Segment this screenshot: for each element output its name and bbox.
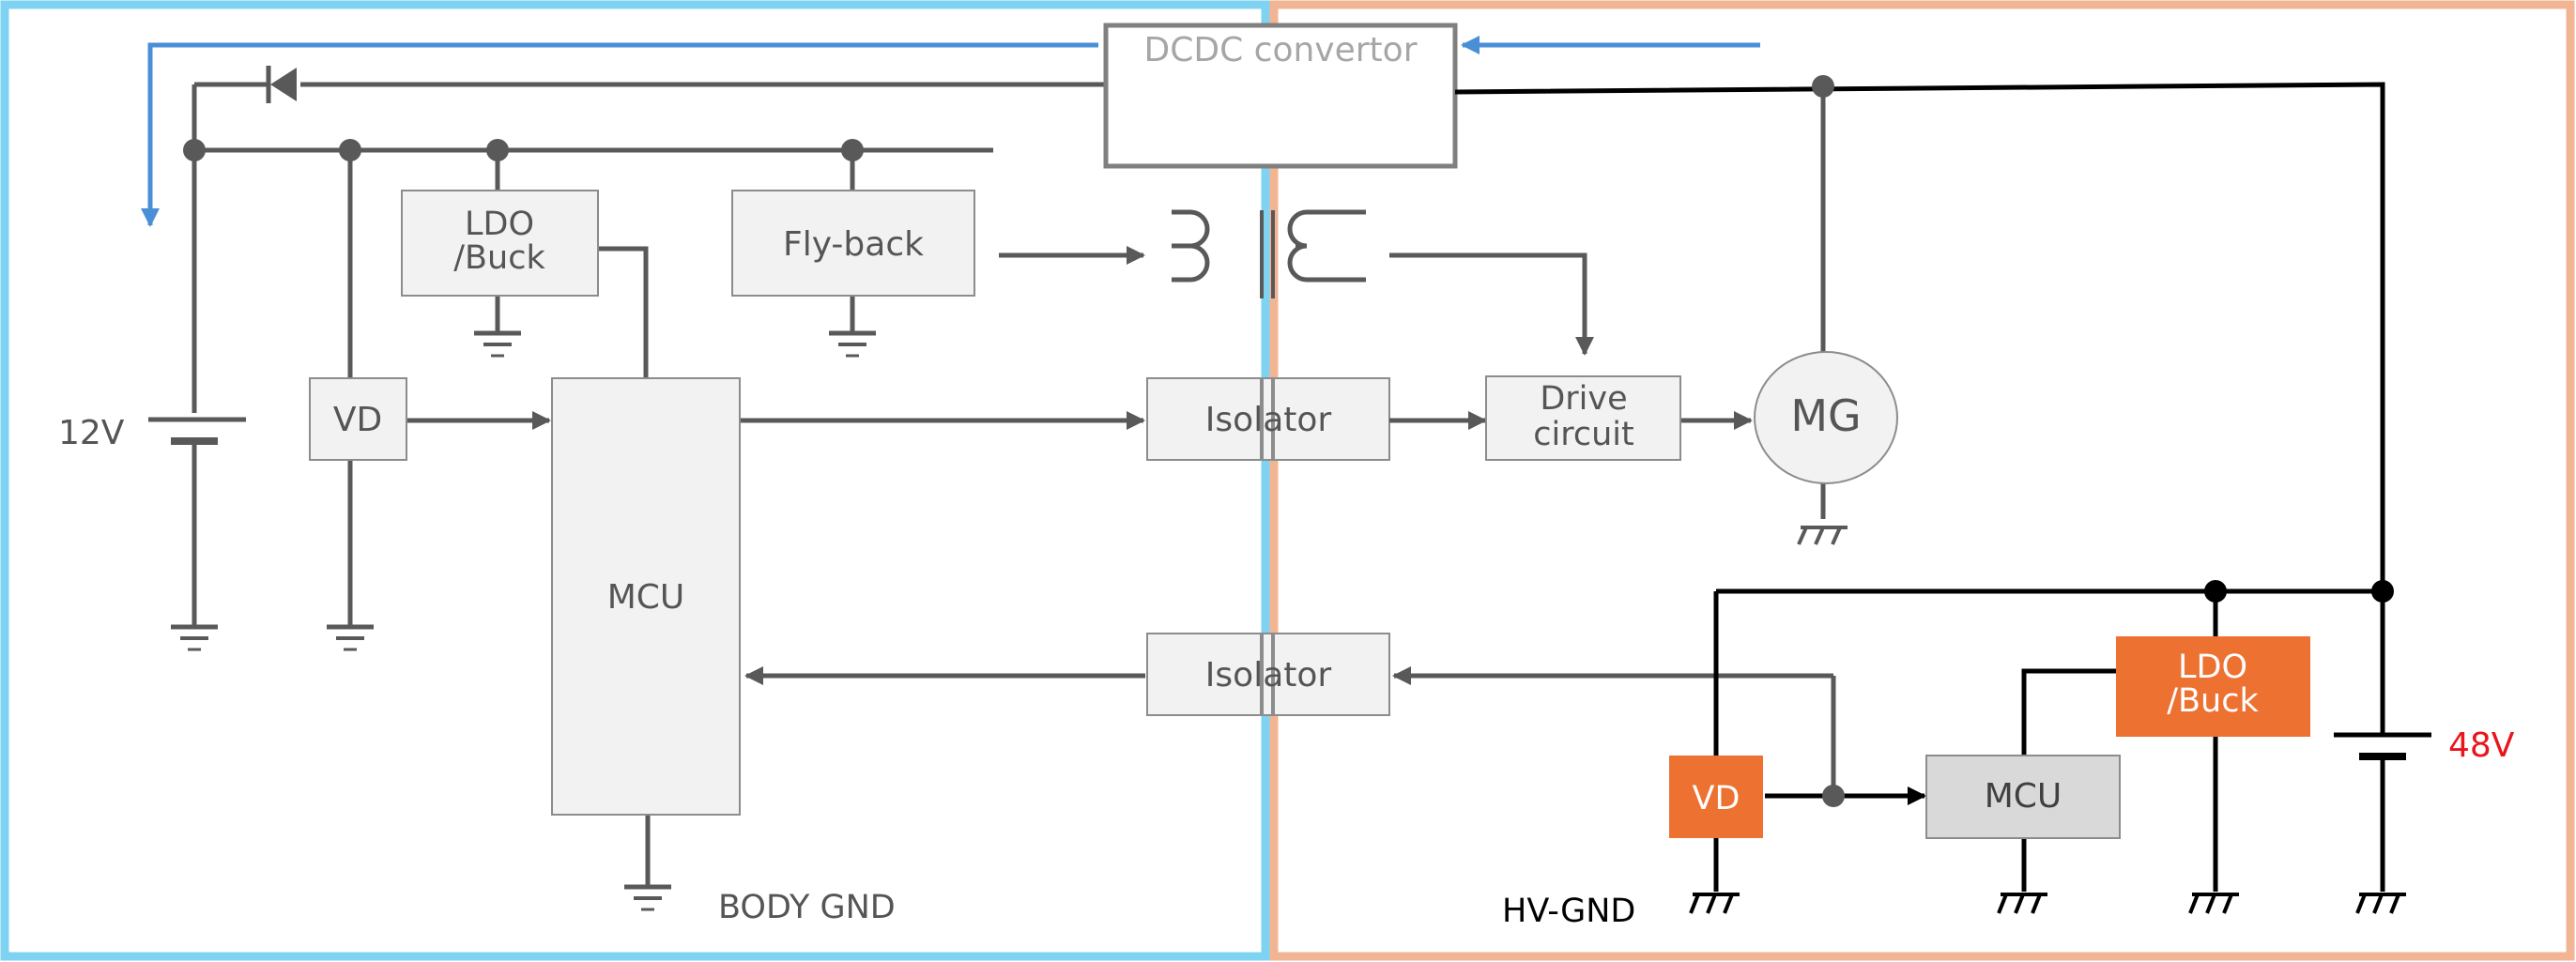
battery-48v-label: 48V	[2448, 726, 2515, 765]
drive-circuit-block	[1485, 375, 1681, 461]
mcu-right-label: MCU	[1985, 777, 2062, 816]
fly-back-label: Fly-back	[783, 225, 924, 264]
current-flow-arrow-left	[141, 42, 1098, 227]
isolator-top-label: Isolator	[1205, 401, 1332, 439]
battery-12v-icon	[148, 417, 246, 445]
ldo-buck-right-label-line2: /Buck	[2167, 682, 2259, 720]
isolator-top-block	[1146, 377, 1390, 461]
isolator-bottom-barrier	[1260, 634, 1275, 715]
ground-icon	[624, 884, 671, 911]
motor-generator-block	[1754, 351, 1898, 484]
vd-left-block	[309, 377, 407, 461]
transformer-icon	[1172, 209, 1366, 298]
mcu-right-block	[1925, 755, 2121, 839]
isolator-bottom-block	[1146, 633, 1390, 716]
hv-ground-icon	[1689, 893, 1740, 914]
junction-dots-left	[183, 139, 864, 161]
diode-icon	[266, 66, 297, 103]
motor-generator-label: MG	[1790, 390, 1861, 441]
hv-ground-icon	[1997, 893, 2047, 914]
battery-48v-icon	[2334, 732, 2431, 760]
ground-icon	[829, 330, 876, 358]
ground-icon	[327, 624, 374, 651]
hv-ground-icon	[1797, 526, 1848, 545]
drive-circuit-label-line2: circuit	[1533, 416, 1633, 453]
hv-ground-icon	[2355, 893, 2406, 914]
fly-back-block	[731, 190, 975, 297]
battery-12v-label: 12V	[58, 414, 125, 452]
mcu-left-label: MCU	[607, 578, 685, 617]
hv-gnd-label: HV-GND	[1502, 893, 1635, 930]
isolator-top-barrier	[1260, 378, 1275, 460]
hv-ground-icon	[2188, 893, 2239, 914]
high-voltage-wiring	[1389, 81, 2385, 892]
isolator-bottom-label: Isolator	[1205, 656, 1332, 695]
ground-icon	[171, 624, 218, 651]
ldo-buck-right-label-line1: LDO	[2178, 649, 2247, 686]
dcdc-convertor-label: DCDC convertor	[1144, 31, 1418, 69]
drive-circuit-label-line1: Drive	[1540, 380, 1627, 418]
high-voltage-region	[1269, 0, 2575, 961]
vd-right-label: VD	[1693, 780, 1740, 817]
vd-left-label: VD	[333, 401, 382, 439]
transformer-output-wire	[1389, 252, 1594, 356]
ldo-buck-right-block	[2116, 636, 2310, 737]
dcdc-convertor-block	[1103, 23, 1458, 169]
ldo-buck-left-block	[401, 190, 599, 297]
body-gnd-label: BODY GND	[718, 889, 896, 926]
vd-right-block	[1669, 756, 1763, 838]
junction-dots-right	[1812, 75, 2394, 807]
low-voltage-region	[0, 0, 1270, 961]
ground-icon	[474, 330, 521, 358]
ldo-buck-left-label-line2: /Buck	[453, 239, 545, 277]
ldo-buck-left-label-line1: LDO	[465, 206, 534, 243]
mcu-left-block	[551, 377, 741, 816]
